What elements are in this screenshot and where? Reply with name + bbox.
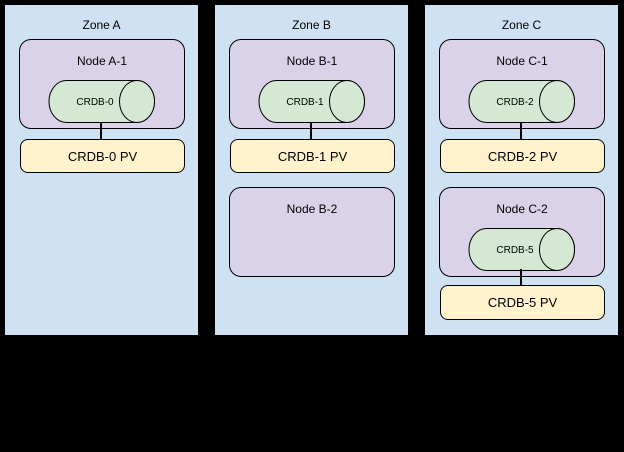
database-cylinder-icon: CRDB-5	[468, 228, 575, 271]
pv-crdb-5: CRDB-5 PV	[440, 285, 605, 320]
pv-crdb-2: CRDB-2 PV	[440, 139, 605, 173]
database-label: CRDB-0	[76, 97, 114, 108]
node-a-1: Node A-1 CRDB-0	[19, 39, 185, 129]
pv-crdb-0: CRDB-0 PV	[20, 139, 185, 173]
database-cylinder-icon: CRDB-0	[48, 80, 155, 123]
connector-line	[310, 122, 312, 140]
node-label: Node A-1	[76, 54, 128, 68]
node-label: Node C-1	[496, 54, 548, 68]
pv-label: CRDB-1 PV	[277, 148, 348, 164]
pv-label: CRDB-0 PV	[67, 148, 138, 164]
node-b-2: Node B-2	[229, 187, 395, 277]
connector-line	[520, 269, 522, 286]
pv-crdb-1: CRDB-1 PV	[230, 139, 395, 173]
node-label: Node B-1	[286, 54, 338, 68]
zone-label: Zone A	[82, 18, 121, 32]
database-label: CRDB-1	[286, 97, 324, 108]
zone-label: Zone C	[501, 18, 542, 32]
node-b-1: Node B-1 CRDB-1	[229, 39, 395, 129]
zone-c: Zone C Node C-1 CRDB-2 CRDB-2 PV Node C-…	[423, 3, 620, 337]
database-label: CRDB-5	[496, 245, 534, 256]
node-c-1: Node C-1 CRDB-2	[439, 39, 605, 129]
node-label: Node C-2	[496, 202, 548, 216]
database-label: CRDB-2	[496, 97, 534, 108]
connector-line	[520, 122, 522, 140]
zone-a: Zone A Node A-1 CRDB-0 CRDB-0 PV	[3, 3, 200, 337]
pv-label: CRDB-2 PV	[487, 148, 558, 164]
zone-label: Zone B	[292, 18, 331, 32]
node-c-2: Node C-2 CRDB-5	[439, 187, 605, 277]
database-cylinder-icon: CRDB-2	[468, 80, 575, 123]
zone-b: Zone B Node B-1 CRDB-1 CRDB-1 PV Node B-…	[213, 3, 410, 337]
pv-label: CRDB-5 PV	[487, 295, 558, 310]
connector-line	[100, 122, 102, 140]
node-label: Node B-2	[286, 202, 338, 216]
database-cylinder-icon: CRDB-1	[258, 80, 365, 123]
